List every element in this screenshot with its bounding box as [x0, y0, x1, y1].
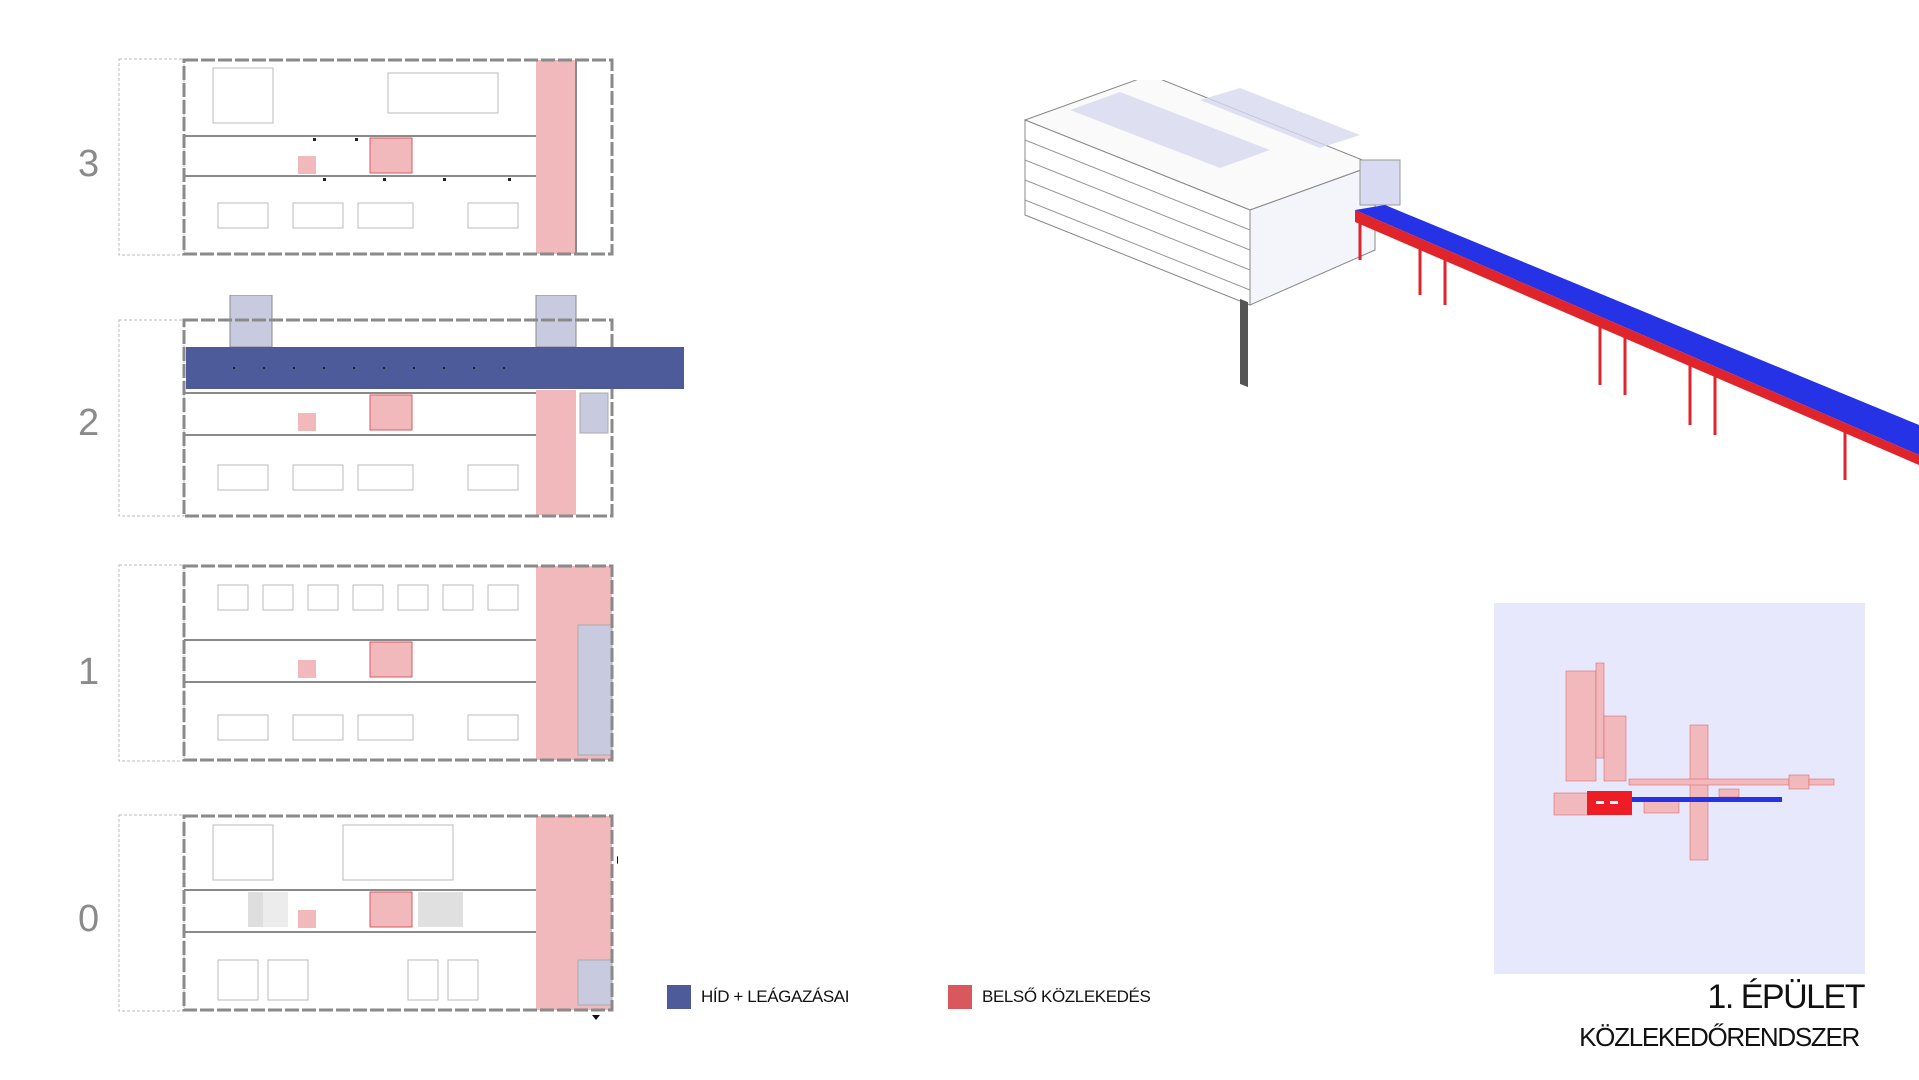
site-building — [1595, 662, 1605, 759]
circulation-zone — [536, 60, 576, 254]
stair-block — [369, 891, 413, 928]
stair-tower — [577, 959, 613, 1006]
roof-light-wing — [1200, 88, 1360, 148]
lift-block — [298, 910, 316, 928]
floor-plan-1 — [118, 564, 614, 762]
legend-bridge-swatch — [667, 985, 691, 1009]
page-title: 1. ÉPÜLET — [1707, 978, 1865, 1016]
level-label-2: 2 — [78, 402, 100, 444]
roof-light-wing — [1070, 92, 1270, 168]
bridge-truss — [1355, 210, 1919, 465]
site-bridge-line — [1632, 797, 1782, 802]
floor-plan-3 — [118, 58, 614, 256]
legend-internal-label: BELSŐ KÖZLEKEDÉS — [982, 987, 1151, 1006]
floor-plan-annex — [118, 319, 185, 517]
legend-internal-swatch — [948, 985, 972, 1009]
page-subtitle: KÖZLEKEDŐRENDSZER — [1579, 1022, 1860, 1052]
site-plan — [1494, 603, 1865, 974]
legend-bridge-label: HÍD + LEÁGAZÁSAI — [701, 987, 850, 1006]
stair-block — [369, 137, 413, 174]
site-building — [1808, 778, 1835, 786]
floor-plan-annex — [118, 564, 185, 762]
building-outline — [182, 58, 614, 256]
building-side-facade — [1249, 164, 1376, 306]
floor-plan-annex — [118, 814, 185, 1012]
legend-bridge: HÍD + LEÁGAZÁSAI — [667, 985, 849, 1009]
site-building — [1553, 792, 1590, 816]
building-outline — [182, 564, 614, 762]
lift-block — [298, 156, 316, 174]
building-outline — [182, 318, 614, 518]
legend-internal: BELSŐ KÖZLEKEDÉS — [948, 985, 1151, 1009]
bridge-corridor — [186, 347, 684, 389]
stair-tower — [577, 624, 613, 756]
floor-plan-annex — [118, 58, 185, 256]
stair-block — [369, 641, 413, 678]
site-building — [1603, 715, 1627, 782]
circulation-zone — [536, 390, 576, 515]
site-building — [1788, 774, 1810, 790]
site-plan-drawing — [1553, 662, 1835, 861]
stair-block — [369, 394, 413, 431]
building-outline — [182, 814, 614, 1012]
site-building — [1628, 778, 1790, 786]
floor-plan-2 — [118, 295, 684, 518]
site-building — [1689, 724, 1709, 861]
site-building — [1565, 670, 1597, 782]
floor-plan-0 — [118, 814, 618, 1020]
bridge-deck — [1355, 205, 1919, 455]
lift-block — [298, 413, 316, 431]
site-building — [1718, 788, 1740, 798]
entrance-marker — [617, 856, 618, 864]
level-label-3: 3 — [78, 143, 100, 185]
site-main-building — [1587, 791, 1632, 815]
entrance-marker — [592, 1015, 600, 1020]
isometric-view — [1023, 80, 1919, 480]
lift-block — [298, 660, 316, 678]
level-label-0: 0 — [78, 898, 100, 940]
level-label-1: 1 — [78, 651, 100, 693]
stair-tower — [1359, 159, 1401, 206]
